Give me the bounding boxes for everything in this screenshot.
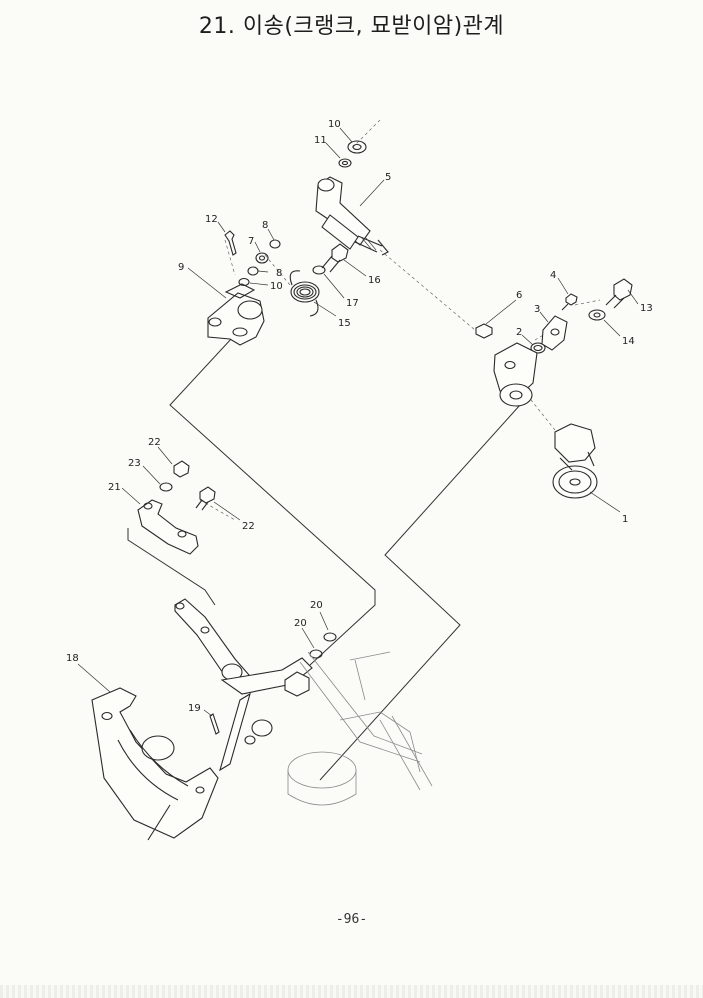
callout-17: 17	[346, 298, 359, 309]
callout-14: 14	[622, 336, 635, 347]
part-7-8-10-12-hardware	[224, 230, 281, 287]
part-5-crank-shaft	[315, 176, 389, 256]
part-10-11-washers-top	[338, 140, 367, 168]
callout-13: 13	[640, 303, 653, 314]
callout-2: 2	[516, 327, 522, 338]
part-13-14-screw-washer	[588, 278, 633, 321]
part-3-plate	[541, 315, 568, 351]
callout-11: 11	[314, 135, 327, 146]
callout-3: 3	[534, 304, 540, 315]
callout-6: 6	[516, 290, 522, 301]
ghost-machine-context	[287, 651, 433, 806]
page-number: -96-	[335, 912, 368, 927]
part-1-eccentric	[552, 423, 598, 499]
callout-4: 4	[550, 270, 556, 281]
callout-9: 9	[178, 262, 184, 273]
callout-20-lower: 20	[294, 618, 307, 629]
part-2-ring	[530, 342, 546, 354]
callout-23: 23	[128, 458, 141, 469]
callout-20-upper: 20	[310, 600, 323, 611]
part-15-spring	[289, 270, 320, 317]
callout-10-top: 10	[328, 119, 341, 130]
callout-19: 19	[188, 703, 201, 714]
assembly-guide-lines	[127, 119, 601, 781]
part-4-small-screw	[561, 293, 578, 311]
part-22-23-screws	[159, 460, 216, 511]
scan-edge-artifact	[0, 985, 703, 998]
part-9-lever	[207, 283, 265, 346]
callout-12: 12	[205, 214, 218, 225]
callout-5: 5	[385, 172, 391, 183]
crank-plate-assembly	[493, 342, 538, 407]
shaft-assembly	[174, 598, 313, 772]
callout-16: 16	[368, 275, 381, 286]
part-19-pin	[209, 713, 220, 735]
callout-21: 21	[108, 482, 121, 493]
page-title: 21. 이송(크랭크, 묘받이암)관계	[198, 14, 505, 39]
callout-8-upper: 8	[262, 220, 268, 231]
callout-22-upper: 22	[148, 437, 161, 448]
callout-7: 7	[248, 236, 254, 247]
part-18-frame	[91, 687, 219, 841]
callout-1: 1	[622, 514, 628, 525]
callout-leaders	[77, 127, 639, 717]
part-6-nut	[475, 323, 493, 339]
part-16-17-screw-washer	[312, 243, 349, 275]
callout-22-lower: 22	[242, 521, 255, 532]
callout-15: 15	[338, 318, 351, 329]
part-21-bracket	[137, 499, 199, 555]
callout-8-lower: 8	[276, 268, 282, 279]
callout-10-lower: 10	[270, 281, 283, 292]
part-20-washers	[309, 632, 337, 659]
callout-18: 18	[66, 653, 79, 664]
callout-labels: 10 11 5 12 8 7 8 10 9 15 16 17 6 2 3 4 1…	[66, 119, 653, 714]
